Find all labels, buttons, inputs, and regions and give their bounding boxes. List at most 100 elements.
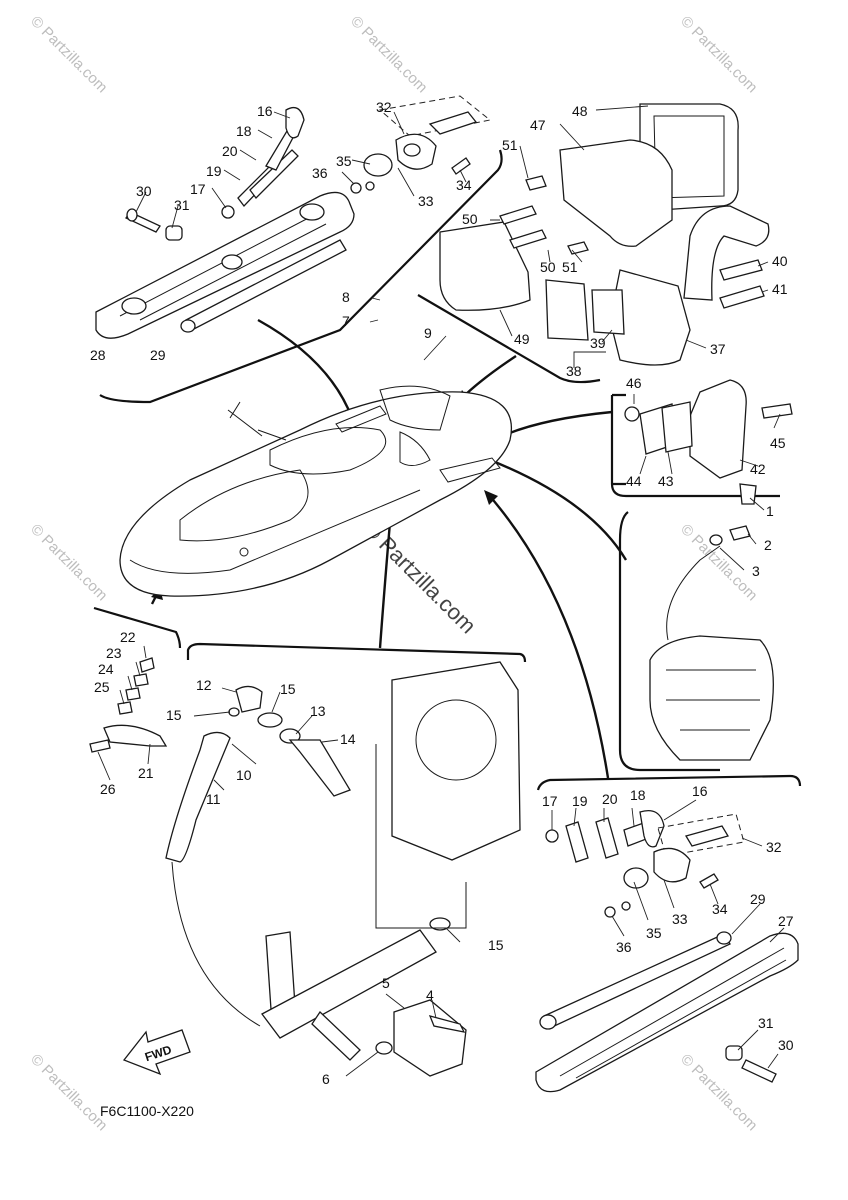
- reference-box: [375, 744, 467, 929]
- callout-20: 20: [602, 791, 618, 807]
- arrowhead: [484, 490, 498, 505]
- hose-lower-diagonal: [261, 929, 437, 1039]
- nut-46: [624, 406, 640, 422]
- clamp-15c: [429, 917, 451, 931]
- frame-upper-left: [99, 149, 503, 404]
- callout-49: 49: [514, 331, 530, 347]
- upper-center-assembly: [350, 95, 492, 194]
- grip-end-left: [121, 297, 147, 315]
- callout-29: 29: [150, 347, 166, 363]
- callout-35: 35: [336, 153, 352, 169]
- callout-1: 1: [766, 503, 774, 519]
- frame-center: [186, 642, 527, 663]
- callout-17: 17: [190, 181, 206, 197]
- screw-34: [451, 157, 471, 175]
- washer-24: [125, 687, 141, 701]
- callout-10: 10: [236, 767, 252, 783]
- callout-4: 4: [426, 987, 434, 1003]
- callout-19: 19: [572, 793, 588, 809]
- shaft-end: [180, 319, 196, 333]
- plug-1: [739, 483, 757, 505]
- callout-34: 34: [456, 177, 472, 193]
- leader-lines: [97, 105, 785, 1077]
- bolt-50b: [509, 229, 547, 249]
- callout-11: 11: [206, 791, 221, 807]
- hull-fitting: [239, 547, 249, 557]
- bolt-30b: [741, 1059, 777, 1083]
- damper-38: [545, 279, 589, 341]
- clip-6: [375, 1041, 393, 1055]
- callout-8: 8: [342, 289, 350, 305]
- watermark: © Partzilla.com: [677, 13, 760, 96]
- callout-48: 48: [572, 103, 588, 119]
- hull-outline: [119, 391, 512, 597]
- callout-42: 42: [750, 461, 766, 477]
- callout-36: 36: [312, 165, 328, 181]
- callout-28: 28: [90, 347, 106, 363]
- fwd-indicator: FWD: [122, 1029, 191, 1076]
- cap-33-center: [403, 143, 421, 157]
- diagram-code: F6C1100-X220: [100, 1103, 194, 1119]
- callout-44: 44: [626, 473, 642, 489]
- washer-23: [133, 673, 149, 687]
- callout-33: 33: [672, 911, 688, 927]
- shaft-29b-end: [539, 1014, 557, 1030]
- bolt-50: [499, 205, 537, 225]
- clamp-15: [257, 712, 283, 728]
- callout-38: 38: [566, 363, 582, 379]
- callout-25: 25: [94, 679, 110, 695]
- callout-51: 51: [562, 259, 578, 275]
- hose-11-tail: [171, 861, 261, 1027]
- frame-upper-right: [417, 294, 601, 384]
- lower-right-assembly: [535, 809, 799, 1093]
- screw-51: [525, 175, 547, 191]
- watermark: © Partzilla.com: [27, 521, 110, 604]
- grip-center: [221, 254, 243, 270]
- nut-36b: [604, 906, 616, 918]
- bolt-30-head: [126, 208, 138, 222]
- callout-24: 24: [98, 661, 114, 677]
- damper-39: [591, 289, 625, 335]
- nut-2: [729, 525, 751, 541]
- rear-step: [439, 457, 501, 483]
- gasket-35b: [623, 867, 649, 889]
- screw-51b: [567, 241, 589, 255]
- callout-18: 18: [630, 787, 646, 803]
- dashed-group-32b: [657, 813, 745, 857]
- nut-17: [221, 205, 235, 219]
- bolt-40: [719, 259, 763, 281]
- callout-15: 15: [280, 681, 296, 697]
- engine-bracket: [391, 661, 521, 861]
- callout-23: 23: [106, 645, 122, 661]
- watermark: © Partzilla.com: [27, 1051, 110, 1134]
- jet-pump-housing: [649, 635, 774, 761]
- callout-33: 33: [418, 193, 434, 209]
- bolt-25: [117, 701, 133, 715]
- lever-32: [428, 111, 478, 135]
- grip-27-detail: [559, 947, 787, 1079]
- callout-12: 12: [196, 677, 212, 693]
- callout-14: 14: [340, 731, 356, 747]
- arrow-from-fuse: [461, 355, 517, 399]
- right-mid-assembly: [624, 379, 793, 479]
- callout-9: 9: [424, 325, 432, 341]
- callout-labels: 16 18 20 19 17 30 31 28 29 32 35 36 33 3…: [90, 99, 794, 1087]
- plate-47: [559, 139, 673, 247]
- watermark: © Partzilla.com: [27, 13, 110, 96]
- plate-19b: [565, 821, 589, 863]
- callout-36: 36: [616, 939, 632, 955]
- callout-19: 19: [206, 163, 222, 179]
- bolt-16: [285, 106, 305, 139]
- callout-16: 16: [257, 103, 273, 119]
- hull-deck: [179, 469, 309, 542]
- callout-39: 39: [590, 335, 606, 351]
- cover-42: [689, 379, 747, 479]
- callout-27: 27: [778, 913, 794, 929]
- drain-hose: [666, 545, 721, 641]
- frame-left-low: [93, 606, 182, 649]
- callout-7: 7: [342, 313, 350, 329]
- upper-right-assembly: [439, 103, 770, 366]
- clamp-15b: [228, 707, 240, 717]
- callout-5: 5: [382, 975, 390, 991]
- hose-bracket: [683, 205, 770, 301]
